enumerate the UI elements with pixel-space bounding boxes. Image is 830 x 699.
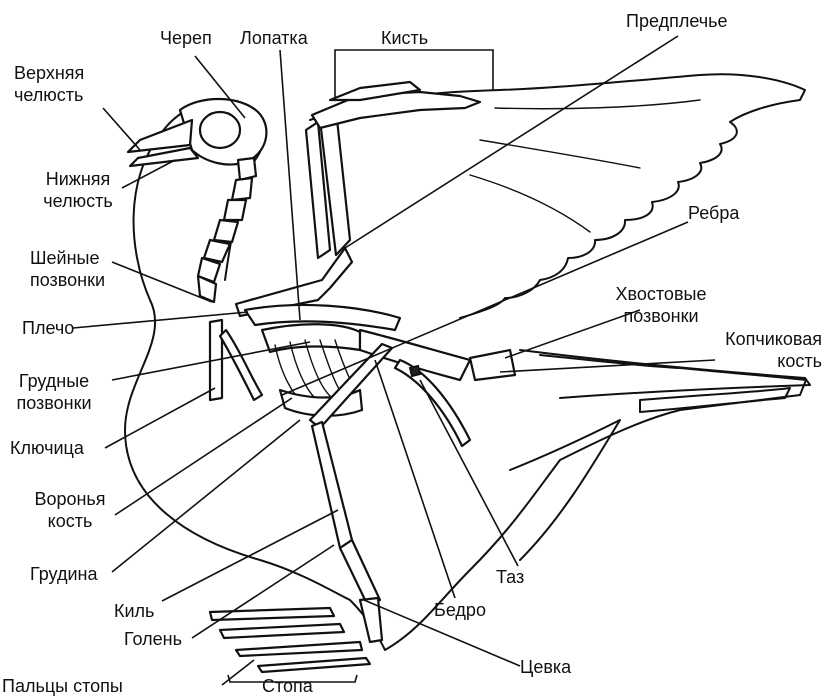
neck-vertebrae-label: Шейные позвонки <box>30 247 105 291</box>
pelvis-label: Таз <box>496 566 524 588</box>
tail-vertebrae-label-line1: Хвостовые <box>596 283 726 305</box>
lower-jaw-label-line2: челюсть <box>28 190 128 212</box>
upper-jaw-label-line1: Верхняя <box>14 62 84 84</box>
ribs-label: Ребра <box>688 202 739 224</box>
upper-jaw-label-line2: челюсть <box>14 84 84 106</box>
femur-label: Бедро <box>434 599 486 621</box>
coracoid-label-line2: кость <box>18 510 122 532</box>
lower-jaw-label-line1: Нижняя <box>28 168 128 190</box>
upper-jaw-label: Верхняя челюсть <box>14 62 84 106</box>
scapula-label: Лопатка <box>240 27 308 49</box>
tarsus-label: Цевка <box>520 656 571 678</box>
keel-label: Киль <box>114 600 154 622</box>
thoracic-vertebrae-label: Грудные позвонки <box>2 370 106 414</box>
toes-label: Пальцы стопы <box>2 675 123 697</box>
clavicle-label: Ключица <box>10 437 84 459</box>
forearm-label: Предплечье <box>626 10 728 32</box>
neck-vertebrae-label-line1: Шейные <box>30 247 105 269</box>
skull-label: Череп <box>160 27 212 49</box>
thoracic-vertebrae-label-line1: Грудные <box>2 370 106 392</box>
tibia-label: Голень <box>124 628 182 650</box>
skull-bones <box>128 99 266 166</box>
leg-bones <box>210 344 392 672</box>
foot-label: Стопа <box>262 675 313 697</box>
sternum-label: Грудина <box>30 563 97 585</box>
coracoid-label-line1: Воронья <box>18 488 122 510</box>
pygostyle-label-line2: кость <box>700 350 822 372</box>
neck-vertebrae-bones <box>198 158 256 302</box>
humerus-label: Плечо <box>22 317 74 339</box>
thoracic-vertebrae-label-line2: позвонки <box>2 392 106 414</box>
coracoid-label: Воронья кость <box>18 488 122 532</box>
tail-vertebrae-label-line2: позвонки <box>596 305 726 327</box>
tail-vertebrae-label: Хвостовые позвонки <box>596 283 726 327</box>
pygostyle-label-line1: Копчиковая <box>700 328 822 350</box>
lower-jaw-label: Нижняя челюсть <box>28 168 128 212</box>
neck-vertebrae-label-line2: позвонки <box>30 269 105 291</box>
pygostyle-label: Копчиковая кость <box>700 328 822 372</box>
wing-bones <box>236 82 480 316</box>
hand-label: Кисть <box>381 27 428 49</box>
